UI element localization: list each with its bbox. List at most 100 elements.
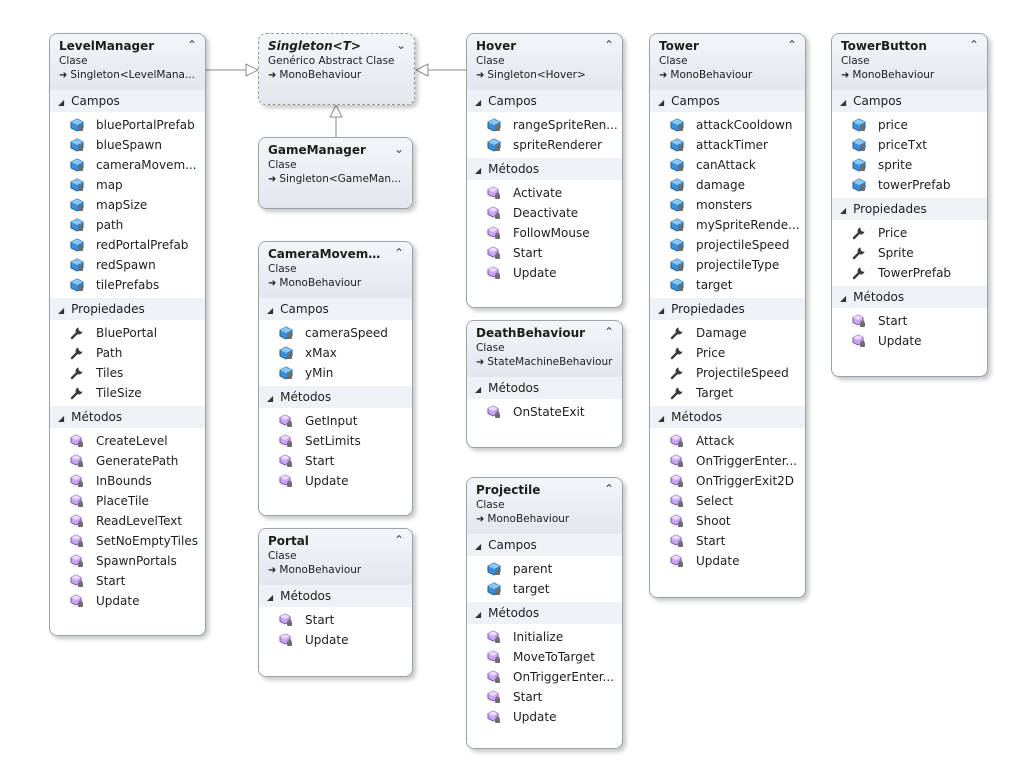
member-field[interactable]: priceTxt (832, 135, 987, 155)
collapse-icon[interactable]: ⌃ (393, 533, 404, 547)
collapse-icon[interactable]: ⌃ (786, 38, 797, 52)
member-field[interactable]: attackCooldown (650, 115, 805, 135)
section-header-methods[interactable]: ◢Métodos (650, 406, 805, 428)
member-method[interactable]: Start (650, 531, 805, 551)
member-method[interactable]: GetInput (259, 411, 412, 431)
class-towerbutton[interactable]: TowerButton Clase ➜MonoBehaviour ⌃ ◢Camp… (831, 33, 988, 377)
section-header-methods[interactable]: ◢Métodos (50, 406, 205, 428)
member-property[interactable]: TileSize (50, 383, 205, 403)
section-header-fields[interactable]: ◢Campos (650, 90, 805, 112)
section-header-properties[interactable]: ◢Propiedades (650, 298, 805, 320)
member-method[interactable]: OnTriggerEnter... (650, 451, 805, 471)
member-field[interactable]: mapSize (50, 195, 205, 215)
section-header-fields[interactable]: ◢Campos (50, 90, 205, 112)
collapse-triangle-icon[interactable]: ◢ (58, 414, 65, 423)
member-method[interactable]: Attack (650, 431, 805, 451)
member-method[interactable]: MoveToTarget (467, 647, 622, 667)
member-method[interactable]: Update (259, 630, 412, 650)
collapse-icon[interactable]: ⌃ (603, 325, 614, 339)
member-property[interactable]: Price (650, 343, 805, 363)
member-method[interactable]: Shoot (650, 511, 805, 531)
class-cameramovement[interactable]: CameraMoveme... Clase ➜MonoBehaviour ⌃ ◢… (258, 241, 413, 516)
member-field[interactable]: monsters (650, 195, 805, 215)
member-field[interactable]: target (467, 579, 622, 599)
member-field[interactable]: parent (467, 559, 622, 579)
member-method[interactable]: GeneratePath (50, 451, 205, 471)
member-method[interactable]: Initialize (467, 627, 622, 647)
member-method[interactable]: Start (259, 610, 412, 630)
member-method[interactable]: SetNoEmptyTiles (50, 531, 205, 551)
member-method[interactable]: PlaceTile (50, 491, 205, 511)
section-header-methods[interactable]: ◢Métodos (467, 158, 622, 180)
member-method[interactable]: Activate (467, 183, 622, 203)
collapse-icon[interactable]: ⌃ (186, 38, 197, 52)
member-method[interactable]: Start (832, 311, 987, 331)
collapse-triangle-icon[interactable]: ◢ (658, 306, 665, 315)
section-header-fields[interactable]: ◢Campos (467, 534, 622, 556)
member-field[interactable]: yMin (259, 363, 412, 383)
class-gamemanager[interactable]: GameManager Clase ➜Singleton<GameMan... … (258, 137, 413, 209)
member-field[interactable]: price (832, 115, 987, 135)
section-header-methods[interactable]: ◢Métodos (467, 377, 622, 399)
class-projectile[interactable]: Projectile Clase ➜MonoBehaviour ⌃ ◢Campo… (466, 477, 623, 749)
member-field[interactable]: cameraSpeed (259, 323, 412, 343)
collapse-triangle-icon[interactable]: ◢ (658, 98, 665, 107)
member-field[interactable]: blueSpawn (50, 135, 205, 155)
member-property[interactable]: TowerPrefab (832, 263, 987, 283)
section-header-methods[interactable]: ◢Métodos (467, 602, 622, 624)
collapse-triangle-icon[interactable]: ◢ (475, 610, 482, 619)
member-method[interactable]: Start (259, 451, 412, 471)
member-method[interactable]: Update (467, 707, 622, 727)
member-field[interactable]: projectileType (650, 255, 805, 275)
collapse-triangle-icon[interactable]: ◢ (475, 542, 482, 551)
collapse-triangle-icon[interactable]: ◢ (475, 166, 482, 175)
member-method[interactable]: Start (50, 571, 205, 591)
section-header-fields[interactable]: ◢Campos (259, 298, 412, 320)
member-property[interactable]: Price (832, 223, 987, 243)
member-field[interactable]: sprite (832, 155, 987, 175)
section-header-methods[interactable]: ◢Métodos (259, 585, 412, 607)
member-property[interactable]: Damage (650, 323, 805, 343)
member-field[interactable]: towerPrefab (832, 175, 987, 195)
class-singleton[interactable]: Singleton<T> Genérico Abstract Clase ➜Mo… (258, 33, 415, 105)
member-field[interactable]: projectileSpeed (650, 235, 805, 255)
member-method[interactable]: SpawnPortals (50, 551, 205, 571)
collapse-icon[interactable]: ⌃ (968, 38, 979, 52)
member-method[interactable]: Update (50, 591, 205, 611)
section-header-fields[interactable]: ◢Campos (467, 90, 622, 112)
member-method[interactable]: Update (832, 331, 987, 351)
member-property[interactable]: BluePortal (50, 323, 205, 343)
member-method[interactable]: Update (259, 471, 412, 491)
class-levelmanager[interactable]: LevelManager Clase ➜Singleton<LevelMana.… (49, 33, 206, 636)
collapse-triangle-icon[interactable]: ◢ (840, 206, 847, 215)
collapse-triangle-icon[interactable]: ◢ (840, 98, 847, 107)
member-method[interactable]: ReadLevelText (50, 511, 205, 531)
member-field[interactable]: bluePortalPrefab (50, 115, 205, 135)
member-method[interactable]: Start (467, 243, 622, 263)
class-deathbehaviour[interactable]: DeathBehaviour Clase ➜StateMachineBehavi… (466, 320, 623, 448)
collapse-triangle-icon[interactable]: ◢ (475, 98, 482, 107)
collapse-icon[interactable]: ⌃ (393, 246, 404, 260)
member-method[interactable]: OnStateExit (467, 402, 622, 422)
member-method[interactable]: OnTriggerExit2D (650, 471, 805, 491)
member-field[interactable]: rangeSpriteRen... (467, 115, 622, 135)
collapse-triangle-icon[interactable]: ◢ (267, 593, 274, 602)
member-property[interactable]: ProjectileSpeed (650, 363, 805, 383)
member-property[interactable]: Tiles (50, 363, 205, 383)
collapse-icon[interactable]: ⌃ (603, 482, 614, 496)
member-field[interactable]: mySpriteRende... (650, 215, 805, 235)
member-method[interactable]: Update (650, 551, 805, 571)
member-field[interactable]: target (650, 275, 805, 295)
member-method[interactable]: OnTriggerEnter... (467, 667, 622, 687)
member-method[interactable]: Update (467, 263, 622, 283)
section-header-properties[interactable]: ◢Propiedades (50, 298, 205, 320)
member-field[interactable]: canAttack (650, 155, 805, 175)
member-method[interactable]: SetLimits (259, 431, 412, 451)
member-method[interactable]: CreateLevel (50, 431, 205, 451)
member-field[interactable]: redSpawn (50, 255, 205, 275)
collapse-triangle-icon[interactable]: ◢ (658, 414, 665, 423)
member-field[interactable]: tilePrefabs (50, 275, 205, 295)
collapse-triangle-icon[interactable]: ◢ (58, 306, 65, 315)
